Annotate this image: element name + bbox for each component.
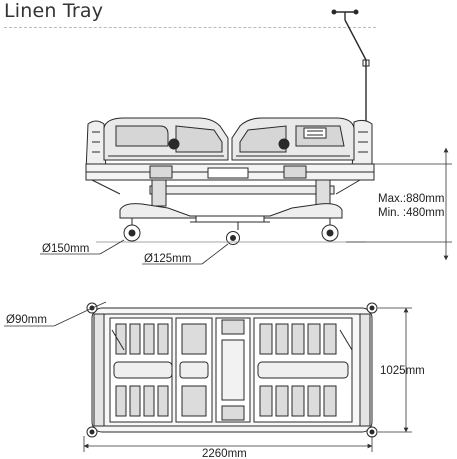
bumper-wheel-icon xyxy=(366,302,378,314)
base-chassis xyxy=(119,203,343,219)
corner-bumper-label: Ø90mm xyxy=(6,314,47,326)
side-view xyxy=(85,9,375,245)
fifth-castor-label: Ø125mm xyxy=(144,253,191,265)
main-castor-label: Ø150mm xyxy=(42,243,89,255)
castor-wheel-icon xyxy=(123,218,141,242)
lift-column-left xyxy=(151,179,167,207)
length-label: 2260mm xyxy=(202,448,247,459)
title-divider xyxy=(4,27,376,28)
fifth-castor-leader xyxy=(142,243,229,265)
side-rail-left xyxy=(103,117,229,161)
width-label: 1025mm xyxy=(380,365,425,377)
linen-tray xyxy=(149,185,335,195)
castor-wheel-icon xyxy=(226,222,240,245)
lift-column-right xyxy=(315,179,331,207)
height-max-label: Max.:880mm xyxy=(378,193,444,205)
castor-wheel-icon xyxy=(321,218,339,242)
corner-bumper-leader xyxy=(4,301,107,327)
iv-pole-icon xyxy=(331,9,370,125)
height-min-label: Min. :480mm xyxy=(378,207,444,219)
page-title: Linen Tray xyxy=(4,0,104,22)
side-rail-right xyxy=(231,117,355,161)
bumper-wheel-icon xyxy=(86,426,98,438)
width-dimension xyxy=(378,307,412,433)
main-castor-leader xyxy=(40,239,125,255)
top-view xyxy=(86,302,378,438)
height-dimension xyxy=(346,147,452,261)
length-dimension xyxy=(83,436,373,452)
bumper-wheel-icon xyxy=(366,426,378,438)
